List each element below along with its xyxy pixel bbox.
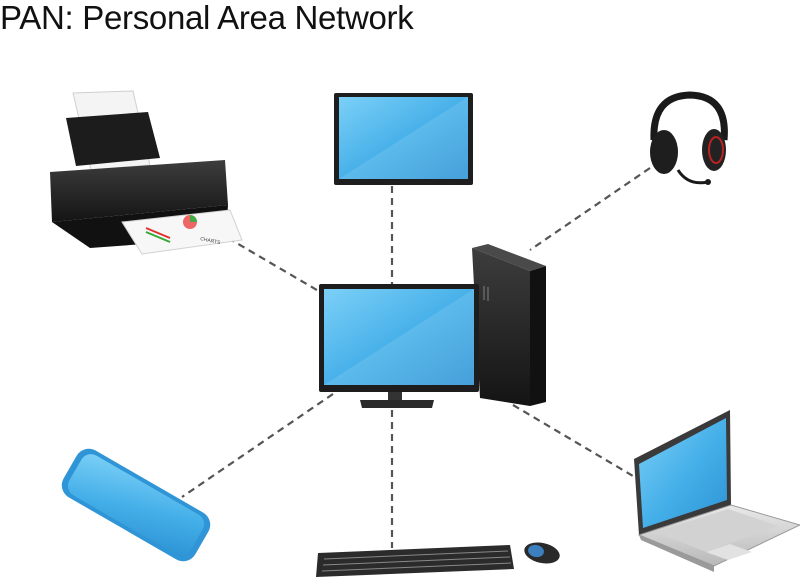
network-links (181, 167, 651, 548)
link-headset (529, 167, 651, 251)
desktop-tower-icon (472, 244, 546, 406)
link-smartphone (181, 393, 334, 498)
headset-icon (650, 91, 728, 185)
smartphone-icon (61, 448, 211, 562)
link-laptop (512, 404, 634, 477)
printer-paper-label: CHARTS (200, 236, 222, 246)
page-title: PAN: Personal Area Network (0, 0, 414, 36)
link-printer (227, 237, 323, 294)
desktop-monitor-icon (319, 284, 479, 408)
mouse-icon (524, 542, 560, 564)
monitor-icon (334, 93, 473, 185)
printer-icon: CHARTS (50, 90, 243, 255)
keyboard-icon (316, 545, 514, 577)
laptop-icon (634, 410, 800, 572)
